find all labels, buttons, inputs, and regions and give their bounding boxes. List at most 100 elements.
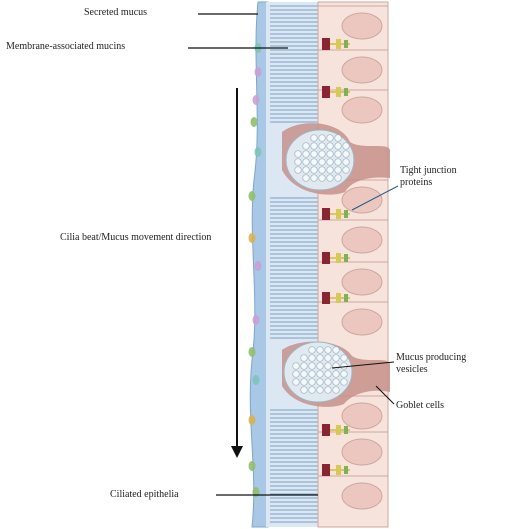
junction-protein	[336, 425, 341, 435]
vesicle	[341, 363, 348, 370]
vesicle	[317, 347, 324, 354]
vesicle	[325, 371, 332, 378]
vesicle	[301, 371, 308, 378]
mucus-particle	[251, 117, 258, 127]
junction-protein	[336, 87, 341, 97]
vesicle	[309, 363, 316, 370]
vesicle	[311, 135, 318, 142]
vesicle	[303, 151, 310, 158]
junction-protein	[344, 254, 348, 262]
vesicle	[327, 143, 334, 150]
mucus-particle	[253, 375, 260, 385]
vesicle	[311, 143, 318, 150]
junction-protein	[322, 208, 330, 220]
label-secreted-mucus: Secreted mucus	[84, 7, 147, 19]
vesicle	[317, 379, 324, 386]
vesicle	[303, 143, 310, 150]
vesicle	[341, 371, 348, 378]
vesicle	[317, 371, 324, 378]
junction-protein	[344, 466, 348, 474]
vesicle	[335, 159, 342, 166]
vesicle	[301, 387, 308, 394]
vesicle	[295, 159, 302, 166]
label-mucus-vesicles: Mucus producing vesicles	[396, 352, 486, 376]
vesicle	[293, 363, 300, 370]
label-tight-junction: Tight junction proteins	[400, 165, 470, 189]
junction-protein	[344, 426, 348, 434]
vesicle	[309, 371, 316, 378]
label-goblet-cells: Goblet cells	[396, 400, 444, 412]
vesicle	[317, 363, 324, 370]
vesicle	[327, 175, 334, 182]
vesicle	[333, 355, 340, 362]
vesicle	[343, 151, 350, 158]
cilia-region	[266, 2, 318, 527]
vesicle	[301, 355, 308, 362]
label-membrane-mucins: Membrane-associated mucins	[6, 41, 125, 53]
vesicle	[327, 135, 334, 142]
mucus-particle	[249, 191, 256, 201]
vesicle	[343, 143, 350, 150]
vesicle	[335, 167, 342, 174]
vesicle	[333, 387, 340, 394]
cell-nucleus	[342, 483, 382, 509]
mucus-particle	[253, 315, 260, 325]
mucus-particle	[249, 415, 256, 425]
junction-protein	[336, 293, 341, 303]
vesicle	[317, 355, 324, 362]
vesicle	[335, 143, 342, 150]
junction-protein	[322, 86, 330, 98]
label-ciliated-epithelia: Ciliated epithelia	[110, 489, 179, 501]
vesicle	[309, 387, 316, 394]
vesicle	[295, 167, 302, 174]
vesicle	[327, 167, 334, 174]
mucus-particle	[255, 261, 262, 271]
vesicle	[325, 379, 332, 386]
vesicle	[319, 167, 326, 174]
cell-nucleus	[342, 97, 382, 123]
mucus-particle	[249, 347, 256, 357]
junction-protein	[344, 294, 348, 302]
vesicle	[303, 167, 310, 174]
vesicle	[335, 151, 342, 158]
junction-protein	[344, 88, 348, 96]
cell-nucleus	[342, 13, 382, 39]
vesicle	[333, 371, 340, 378]
vesicle	[311, 159, 318, 166]
vesicle	[335, 135, 342, 142]
junction-protein	[322, 38, 330, 50]
junction-protein	[344, 210, 348, 218]
vesicle	[327, 159, 334, 166]
vesicle	[327, 151, 334, 158]
mucus-particle	[253, 95, 260, 105]
vesicle	[309, 379, 316, 386]
junction-protein	[322, 252, 330, 264]
cell-nucleus	[342, 403, 382, 429]
junction-protein	[344, 40, 348, 48]
vesicle	[319, 175, 326, 182]
vesicle	[341, 355, 348, 362]
cell-nucleus	[342, 187, 382, 213]
junction-protein	[322, 464, 330, 476]
vesicle	[295, 151, 302, 158]
vesicle	[303, 175, 310, 182]
vesicle	[293, 379, 300, 386]
vesicle	[309, 347, 316, 354]
label-ciliary-direction: Cilia beat/Mucus movement direction	[60, 232, 240, 244]
vesicle	[325, 355, 332, 362]
vesicle	[301, 379, 308, 386]
vesicle	[311, 175, 318, 182]
vesicle	[317, 387, 324, 394]
mucus-particle	[249, 233, 256, 243]
junction-protein	[336, 465, 341, 475]
vesicle	[325, 363, 332, 370]
cell-nucleus	[342, 57, 382, 83]
vesicle	[311, 167, 318, 174]
vesicle	[319, 135, 326, 142]
junction-protein	[322, 292, 330, 304]
vesicle	[343, 159, 350, 166]
vesicle	[343, 167, 350, 174]
vesicle	[333, 347, 340, 354]
direction-arrow-head	[231, 446, 243, 458]
